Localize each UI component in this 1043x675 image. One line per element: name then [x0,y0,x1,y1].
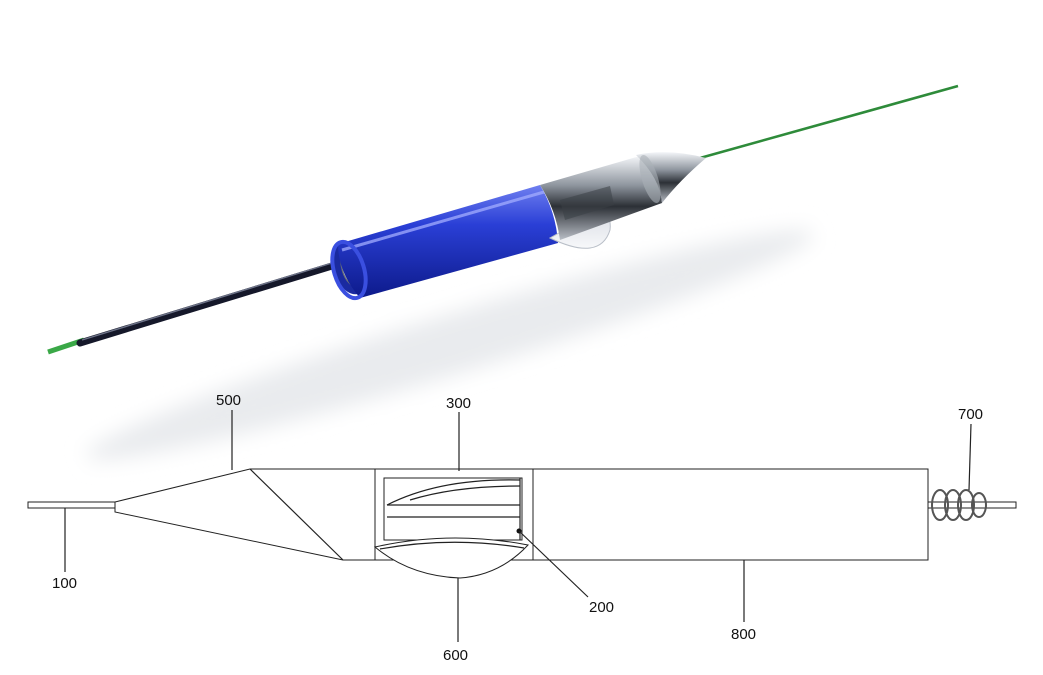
balloon-inner [379,541,525,550]
metal-tip [636,152,706,203]
tip-seam [249,468,344,561]
coil-700 [931,489,987,521]
window-blade-inner [409,485,521,501]
device-render [47,84,959,460]
sleeve-rim [330,239,368,301]
leader-700 [968,423,972,491]
sleeve-800 [532,468,929,561]
label-500: 500 [216,392,241,409]
window-blade [386,479,521,506]
render-shadow [86,230,814,460]
label-200: 200 [589,599,614,616]
guidewire-front [699,84,959,160]
blue-sleeve [338,185,558,298]
catheter-shaft-highlight [81,258,346,341]
label-800: 800 [731,626,756,643]
label-600: 600 [443,647,468,664]
guidewire-100 [27,501,121,509]
label-100: 100 [52,575,77,592]
label-300: 300 [446,395,471,412]
metal-window [560,186,614,220]
leader-200 [518,530,589,598]
label-700: 700 [958,406,983,423]
device-line-drawing: 500 300 700 100 200 800 600 [27,392,1017,664]
window-frame [383,477,523,541]
tapered-tip-500 [114,468,376,561]
balloon-600 [373,537,529,579]
catheter-shaft [76,258,349,347]
tip-collar [639,154,661,204]
blue-sleeve-highlight [341,190,545,252]
